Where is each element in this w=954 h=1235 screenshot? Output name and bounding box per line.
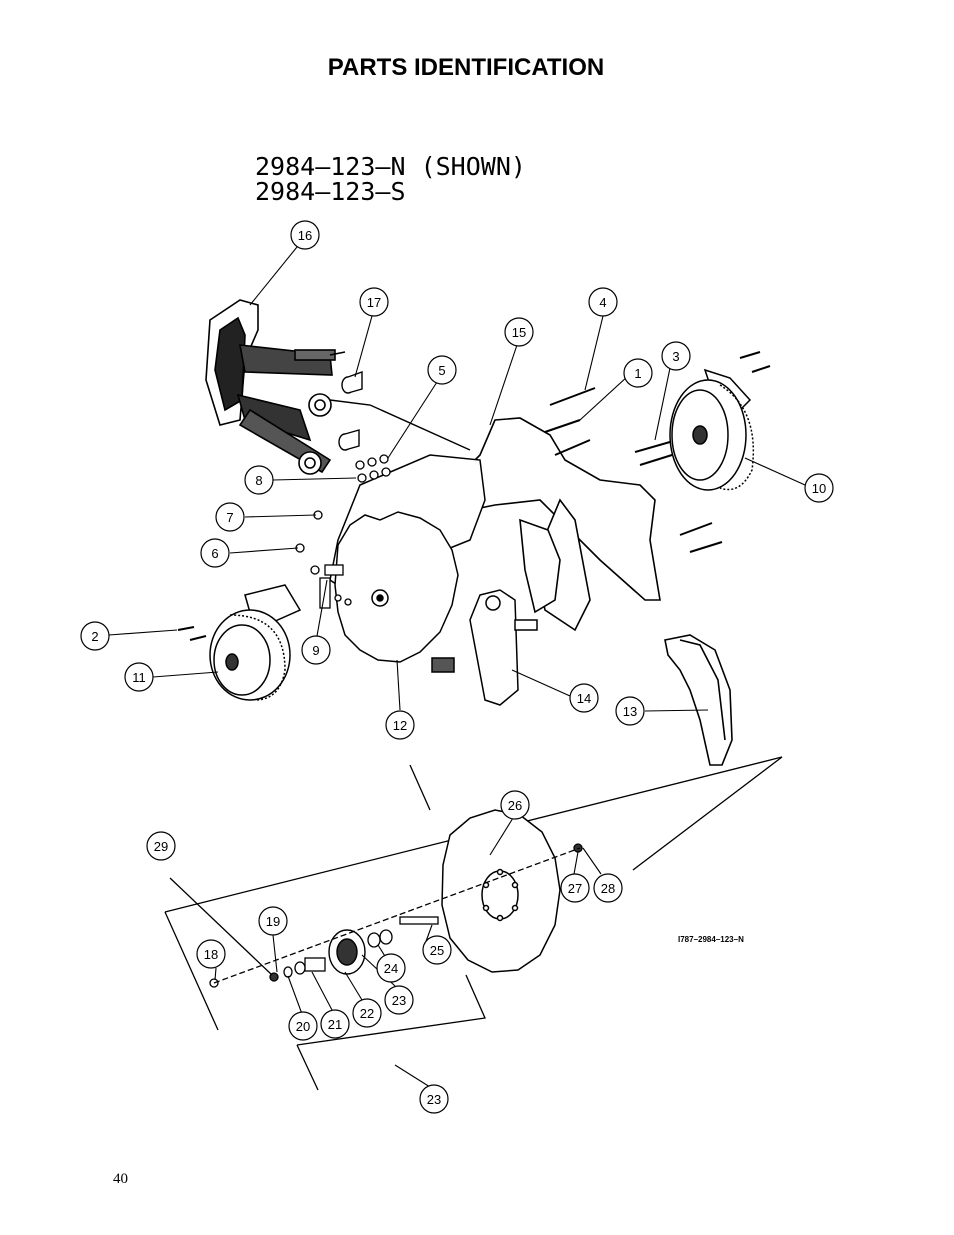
svg-text:7: 7 [226, 510, 233, 525]
svg-text:28: 28 [601, 881, 615, 896]
model-line-1: 2984–123–N (SHOWN) [255, 152, 526, 181]
svg-text:19: 19 [266, 914, 280, 929]
notched-disc-part-26 [441, 809, 561, 973]
upper-assembly [177, 299, 771, 766]
svg-text:13: 13 [623, 704, 637, 719]
callout-15: 15 [504, 317, 534, 347]
callout-6: 6 [200, 538, 230, 568]
callout-9: 9 [301, 635, 331, 665]
callout-22: 22 [352, 998, 382, 1028]
notched-disc-part-12 [334, 511, 459, 663]
callout-16: 16 [290, 220, 320, 250]
svg-text:12: 12 [393, 718, 407, 733]
callout-23-hub: 23 [384, 985, 414, 1015]
svg-text:29: 29 [154, 839, 168, 854]
callout-2: 2 [80, 621, 110, 651]
svg-text:18: 18 [204, 947, 218, 962]
callout-28: 28 [593, 873, 623, 903]
drawing-number: I787–2984–123–N [678, 935, 744, 944]
svg-text:26: 26 [508, 798, 522, 813]
svg-text:5: 5 [438, 363, 445, 378]
svg-text:1: 1 [634, 366, 641, 381]
callout-4: 4 [588, 287, 618, 317]
callout-25: 25 [422, 935, 452, 965]
svg-text:10: 10 [812, 481, 826, 496]
frame-plate-part-15 [459, 417, 661, 632]
page-title: PARTS IDENTIFICATION [327, 54, 605, 81]
callout-7: 7 [215, 502, 245, 532]
callout-bubbles: 1 2 3 4 5 6 7 8 9 10 11 12 13 14 15 16 1… [80, 220, 834, 1114]
svg-text:11: 11 [132, 670, 146, 685]
mount-bracket-part-16 [205, 299, 346, 475]
scraper-bracket-part-14 [431, 589, 538, 706]
svg-text:15: 15 [512, 325, 526, 340]
svg-text:6: 6 [211, 546, 218, 561]
gauge-wheel-part-11 [209, 584, 302, 701]
callout-10: 10 [804, 473, 834, 503]
svg-text:24: 24 [384, 961, 398, 976]
callout-13: 13 [615, 696, 645, 726]
callout-3: 3 [661, 341, 691, 371]
page-number: 40 [113, 1171, 128, 1187]
hub-part-22 [328, 929, 366, 975]
svg-text:21: 21 [328, 1017, 342, 1032]
svg-text:14: 14 [577, 691, 591, 706]
svg-text:22: 22 [360, 1006, 374, 1021]
callout-19: 19 [258, 906, 288, 936]
callout-18: 18 [196, 939, 226, 969]
bushings [209, 843, 583, 988]
scraper-blade-part-13 [664, 634, 733, 766]
svg-text:3: 3 [672, 349, 679, 364]
gauge-wheel-part-10 [669, 368, 755, 491]
svg-text:23: 23 [427, 1092, 441, 1107]
callout-26: 26 [500, 790, 530, 820]
callout-leaders [108, 246, 806, 1088]
callout-11: 11 [124, 662, 154, 692]
lower-exploded-view [164, 756, 783, 1091]
svg-text:27: 27 [568, 881, 582, 896]
callout-29: 29 [146, 831, 176, 861]
svg-text:17: 17 [367, 295, 381, 310]
svg-text:8: 8 [255, 473, 262, 488]
callout-21: 21 [320, 1009, 350, 1039]
svg-text:4: 4 [599, 295, 606, 310]
callout-14: 14 [569, 683, 599, 713]
svg-text:2: 2 [91, 629, 98, 644]
callout-20: 20 [288, 1011, 318, 1041]
svg-text:23: 23 [392, 993, 406, 1008]
model-line-2: 2984–123–S [255, 177, 406, 206]
callout-5: 5 [427, 355, 457, 385]
callout-24: 24 [376, 953, 406, 983]
callout-17: 17 [359, 287, 389, 317]
callout-27: 27 [560, 873, 590, 903]
svg-text:9: 9 [312, 643, 319, 658]
callout-8: 8 [244, 465, 274, 495]
svg-text:16: 16 [298, 228, 312, 243]
svg-text:25: 25 [430, 943, 444, 958]
callout-1: 1 [623, 358, 653, 388]
bushing-part-17 [338, 371, 363, 451]
bolts [177, 351, 771, 641]
callout-12: 12 [385, 710, 415, 740]
callout-23-group: 23 [419, 1084, 449, 1114]
svg-text:20: 20 [296, 1019, 310, 1034]
